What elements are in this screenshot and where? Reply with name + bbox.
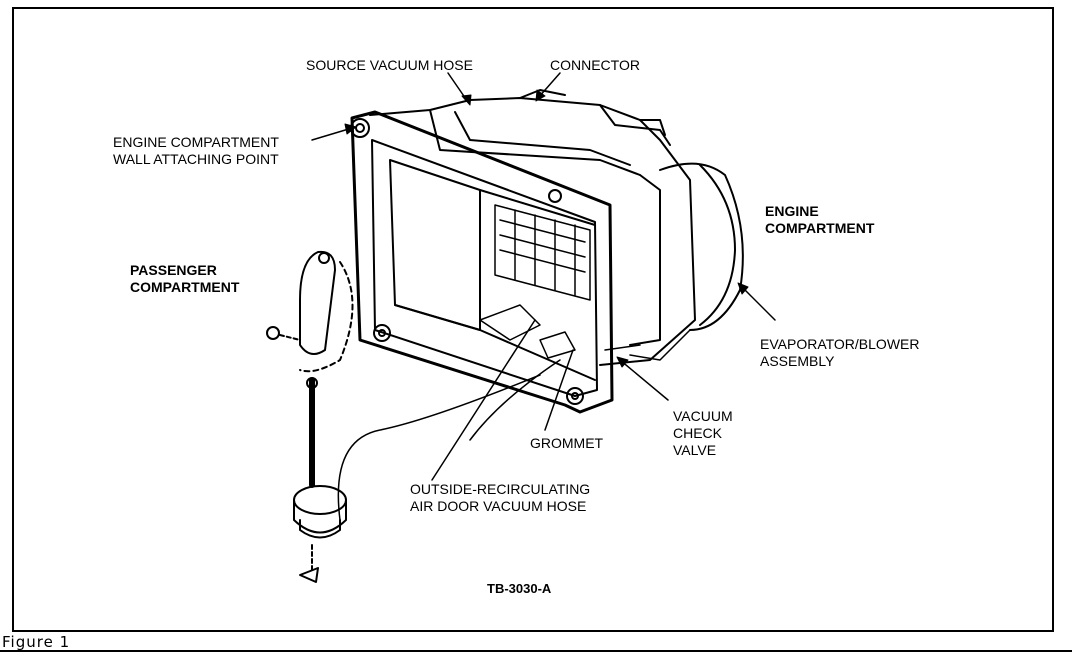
- figure-frame: [12, 7, 1054, 632]
- arrowheads: [344, 89, 749, 368]
- label-evaporator-line1: EVAPORATOR/BLOWER: [760, 336, 920, 352]
- label-vacuum-check-line3: VALVE: [673, 442, 717, 458]
- grommet-parts: [479, 304, 576, 359]
- label-passenger-compartment-line2: COMPARTMENT: [130, 279, 240, 295]
- vacuum-hoses: [337, 329, 691, 521]
- label-engine-wall-line2: WALL ATTACHING POINT: [113, 151, 279, 167]
- label-grommet: GROMMET: [530, 435, 604, 451]
- label-vacuum-check-line2: CHECK: [673, 425, 723, 441]
- label-engine-compartment-line1: ENGINE: [765, 203, 819, 219]
- label-connector: CONNECTOR: [550, 57, 640, 73]
- leader-lines: [311, 72, 776, 481]
- front-flange: [350, 110, 614, 414]
- blower-housing: [639, 119, 744, 331]
- label-evaporator-line2: ASSEMBLY: [760, 353, 835, 369]
- bottom-rule: [0, 650, 1072, 652]
- bolt-holes: [350, 118, 584, 405]
- figure-caption: Figure 1: [2, 633, 71, 651]
- label-part-number: TB-3030-A: [487, 581, 552, 596]
- label-passenger-compartment-line1: PASSENGER: [130, 262, 217, 278]
- label-outside-recirc-line2: AIR DOOR VACUUM HOSE: [410, 498, 587, 514]
- air-door-actuator: [266, 250, 354, 583]
- label-outside-recirc-line1: OUTSIDE-RECIRCULATING: [410, 481, 591, 497]
- label-engine-compartment-line2: COMPARTMENT: [765, 220, 875, 236]
- air-door-grille: [494, 204, 591, 301]
- label-source-vacuum-hose: SOURCE VACUUM HOSE: [306, 57, 473, 73]
- label-engine-wall-line1: ENGINE COMPARTMENT: [113, 134, 279, 150]
- label-vacuum-check-line1: VACUUM: [673, 408, 733, 424]
